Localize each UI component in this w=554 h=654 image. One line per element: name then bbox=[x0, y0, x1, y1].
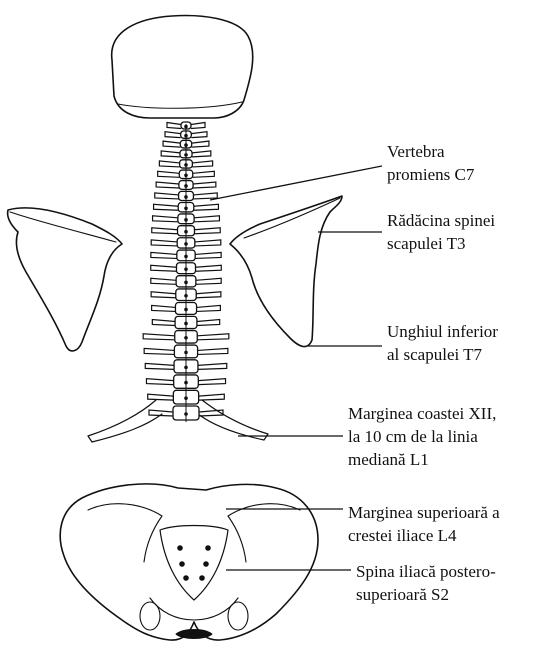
label-spine-of-scapula-t3: Rădăcina spinei scapulei T3 bbox=[387, 209, 495, 255]
label-line: mediană L1 bbox=[348, 448, 496, 471]
label-line: promiens C7 bbox=[387, 163, 474, 186]
label-inferior-angle-t7: Unghiul inferior al scapulei T7 bbox=[387, 320, 498, 366]
pelvis-outline bbox=[60, 484, 318, 640]
label-line: Rădăcina spinei bbox=[387, 209, 495, 232]
rib-xii-left bbox=[88, 400, 162, 442]
label-line: scapulei T3 bbox=[387, 232, 495, 255]
leader-line bbox=[210, 166, 382, 200]
sacrum bbox=[160, 526, 228, 601]
label-line: Marginea superioară a bbox=[348, 501, 500, 524]
skull bbox=[112, 16, 253, 118]
label-vertebra-prominens-c7: Vertebra promiens C7 bbox=[387, 140, 474, 186]
label-line: la 10 cm de la linia bbox=[348, 425, 496, 448]
vertebral-column bbox=[143, 122, 229, 422]
label-line: crestei iliace L4 bbox=[348, 524, 500, 547]
label-iliac-crest-l4: Marginea superioară a crestei iliace L4 bbox=[348, 501, 500, 547]
label-rib-xii-l1: Marginea coastei XII, la 10 cm de la lin… bbox=[348, 402, 496, 471]
label-line: Vertebra bbox=[387, 140, 474, 163]
label-line: Spina iliacă postero- bbox=[356, 560, 496, 583]
label-line: superioară S2 bbox=[356, 583, 496, 606]
left-scapula bbox=[8, 208, 122, 351]
rib-xii-right bbox=[198, 400, 268, 440]
label-line: Marginea coastei XII, bbox=[348, 402, 496, 425]
label-line: al scapulei T7 bbox=[387, 343, 498, 366]
right-scapula bbox=[230, 196, 342, 347]
label-line: Unghiul inferior bbox=[387, 320, 498, 343]
label-psis-s2: Spina iliacă postero- superioară S2 bbox=[356, 560, 496, 606]
